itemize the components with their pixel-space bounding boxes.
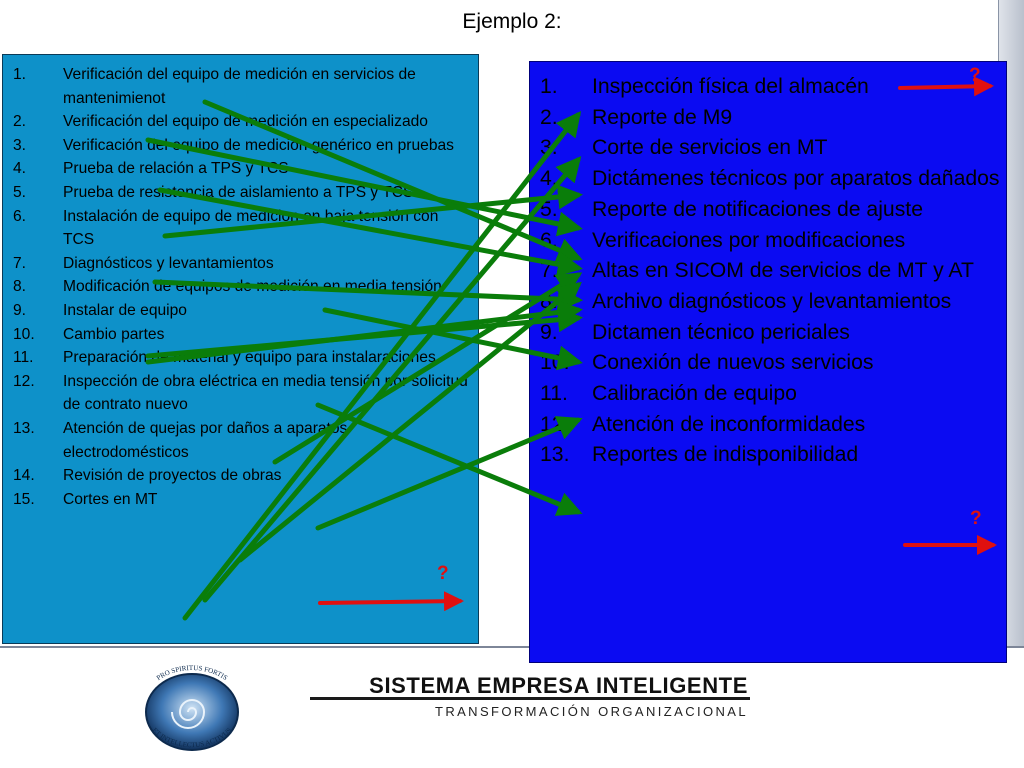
activity-item-text: Prueba de resistencia de aislamiento a T…	[63, 183, 414, 201]
activity-item-text: Cambio partes	[63, 325, 165, 343]
activity-item-number: 8.	[13, 278, 27, 296]
activity-item-text: Prueba de relación a TPS y TCS	[63, 160, 289, 178]
company-seal-logo: PRO SPIRITUS FORTIS ET INTELLECTUS ACTIV…	[145, 664, 239, 751]
activity-item-8: 8. Modificación de equipos de medición en…	[3, 275, 480, 299]
brand-subtitle: TRANSFORMACIÓN ORGANIZACIONAL	[434, 704, 748, 719]
activity-item-number: 7.	[13, 254, 27, 272]
activity-item-text: Verificación del equipo de medición en s…	[63, 66, 416, 107]
brand-title: SISTEMA EMPRESA INTELIGENTE	[369, 673, 748, 698]
deliverable-item-5: 5. Reporte de notificaciones de ajuste	[530, 195, 1008, 226]
activity-item-number: 9.	[13, 301, 27, 319]
activities-panel: 1. Verificación del equipo de medición en…	[2, 54, 479, 644]
deliverable-item-text: Reporte de notificaciones de ajuste	[592, 197, 923, 221]
activity-item-number: 14.	[13, 467, 35, 485]
deliverable-item-number: 5.	[540, 197, 558, 221]
activity-item-text: Instalar de equipo	[63, 301, 187, 319]
deliverable-item-number: 7.	[540, 259, 558, 283]
deliverable-item-4: 4. Dictámenes técnicos por aparatos dañad…	[530, 164, 1008, 195]
deliverable-item-text: Dictamen técnico periciales	[592, 320, 850, 344]
deliverable-item-number: 6.	[540, 228, 558, 252]
deliverable-item-text: Reportes de indisponibilidad	[592, 443, 859, 467]
activity-item-text: Inspección de obra eléctrica en media te…	[63, 372, 468, 414]
deliverable-item-9: 9. Dictamen técnico periciales	[530, 318, 1008, 349]
activity-item-10: 10. Cambio partes	[3, 323, 480, 347]
activity-item-text: Verificación del equipo de medición en e…	[63, 113, 428, 131]
activity-item-number: 15.	[13, 490, 35, 508]
question-mark-right-top: ?	[969, 65, 981, 86]
activity-item-6: 6. Instalación de equipo de medicion en b…	[3, 205, 480, 252]
activity-item-number: 4.	[13, 160, 27, 178]
activity-item-text: Cortes en MT	[63, 490, 158, 508]
activity-item-1: 1. Verificación del equipo de medición en…	[3, 63, 480, 110]
deliverable-item-text: Altas en SICOM de servicios de MT y AT	[592, 259, 974, 283]
deliverable-item-text: Archivo diagnósticos y levantamientos	[592, 289, 952, 313]
deliverable-item-10: 10. Conexión de nuevos servicios	[530, 348, 1008, 379]
activity-item-7: 7. Diagnósticos y levantamientos	[3, 252, 480, 276]
activity-item-12: 12. Inspección de obra eléctrica en media…	[3, 370, 480, 417]
deliverable-item-text: Conexión de nuevos servicios	[592, 351, 874, 375]
deliverable-item-8: 8. Archivo diagnósticos y levantamientos	[530, 287, 1008, 318]
deliverables-list: 1. Inspección física del almacén 2. Reporte…	[530, 72, 1008, 471]
deliverable-item-7: 7. Altas en SICOM de servicios de MT y AT	[530, 256, 1008, 287]
deliverable-item-text: Calibración de equipo	[592, 382, 797, 406]
activity-item-5: 5. Prueba de resistencia de aislamiento a…	[3, 181, 480, 205]
activity-item-number: 2.	[13, 113, 27, 131]
deliverable-item-number: 13.	[540, 443, 570, 467]
activity-item-number: 5.	[13, 183, 27, 201]
page-title: Ejemplo 2:	[462, 10, 562, 33]
footer-divider	[0, 646, 1024, 648]
activity-item-number: 10.	[13, 325, 35, 343]
question-mark-right-bottom: ?	[970, 508, 982, 529]
deliverable-item-12: 12. Atención de inconformidades	[530, 410, 1008, 441]
activity-item-text: Diagnósticos y levantamientos	[63, 254, 274, 272]
deliverable-item-number: 4.	[540, 167, 558, 191]
activity-item-4: 4. Prueba de relación a TPS y TCS	[3, 157, 480, 181]
activity-item-number: 3.	[13, 136, 27, 154]
deliverable-item-6: 6. Verificaciones por modificaciones	[530, 226, 1008, 257]
activity-item-number: 6.	[13, 207, 27, 225]
activities-list: 1. Verificación del equipo de medición en…	[3, 63, 480, 511]
activity-item-9: 9. Instalar de equipo	[3, 299, 480, 323]
deliverable-item-number: 3.	[540, 136, 558, 160]
deliverable-item-number: 9.	[540, 320, 558, 344]
deliverable-item-text: Verificaciones por modificaciones	[592, 228, 906, 252]
activity-item-text: Preparación de material y equipo para in…	[63, 349, 436, 367]
activity-item-15: 15. Cortes en MT	[3, 488, 480, 512]
deliverable-item-number: 2.	[540, 105, 558, 129]
deliverables-panel: 1. Inspección física del almacén 2. Reporte…	[529, 61, 1007, 663]
deliverable-item-number: 10.	[540, 351, 570, 375]
deliverable-item-text: Reporte de M9	[592, 105, 733, 129]
deliverable-item-number: 8.	[540, 289, 558, 313]
deliverable-item-3: 3. Corte de servicios en MT	[530, 133, 1008, 164]
activity-item-number: 11.	[13, 349, 34, 367]
activity-item-number: 13.	[13, 419, 35, 437]
deliverable-item-text: Inspección física del almacén	[592, 75, 869, 98]
deliverable-item-number: 11.	[540, 382, 568, 406]
question-mark-left: ?	[437, 563, 449, 584]
activity-item-2: 2. Verificación del equipo de medición en…	[3, 110, 480, 134]
deliverable-item-11: 11. Calibración de equipo	[530, 379, 1008, 410]
activity-item-text: Verificación del equipo de medición gené…	[63, 136, 454, 154]
activity-item-3: 3. Verificación del equipo de medición ge…	[3, 134, 480, 158]
activity-item-text: Modificación de equipos de medición en m…	[63, 278, 442, 296]
activity-item-number: 1.	[13, 66, 27, 83]
deliverable-item-2: 2. Reporte de M9	[530, 103, 1008, 134]
deliverable-item-13: 13. Reportes de indisponibilidad	[530, 440, 1008, 471]
activity-item-11: 11. Preparación de material y equipo para…	[3, 346, 480, 370]
deliverable-item-number: 1.	[540, 75, 558, 98]
deliverable-item-text: Dictámenes técnicos por aparatos dañados	[592, 167, 1000, 191]
brand-underline	[310, 697, 750, 700]
deliverable-item-1: 1. Inspección física del almacén	[530, 72, 1008, 103]
activity-item-number: 12.	[13, 372, 35, 390]
activity-item-text: Atención de quejas por daños a aparatos …	[63, 419, 348, 461]
deliverable-item-text: Atención de inconformidades	[592, 412, 866, 436]
activity-item-13: 13. Atención de quejas por daños a aparat…	[3, 417, 480, 464]
deliverable-item-number: 12.	[540, 412, 570, 436]
activity-item-text: Instalación de equipo de medicion en baj…	[63, 207, 439, 249]
activity-item-14: 14. Revisión de proyectos de obras	[3, 464, 480, 488]
deliverable-item-text: Corte de servicios en MT	[592, 136, 828, 160]
activity-item-text: Revisión de proyectos de obras	[63, 467, 282, 485]
